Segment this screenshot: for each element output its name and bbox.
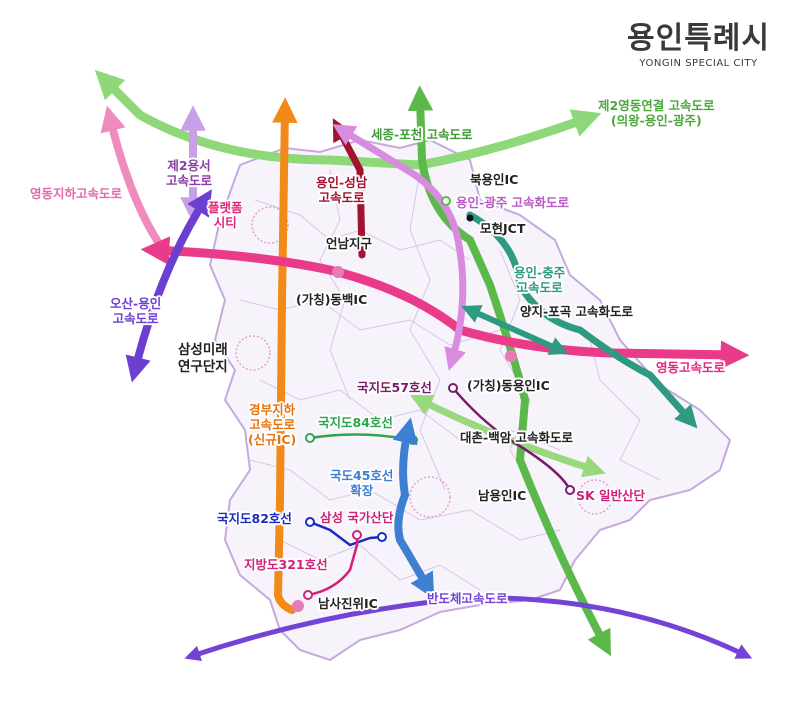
nam-yongin-ic-label: 남용인IC	[478, 488, 527, 503]
daechon-baegam-label: 대촌-백암 고속화도로	[460, 430, 574, 445]
dongyongin-ic-label: (가칭)동용인IC	[467, 378, 550, 393]
local-321-end	[352, 530, 362, 540]
namsajinwi-ic-marker	[292, 600, 304, 612]
buk-yongin-ic-label: 북용인IC	[470, 172, 519, 187]
yongin-gwangju-label: 용인-광주 고속화도로	[456, 195, 570, 210]
samsung-national-label: 삼성 국가산단	[320, 510, 394, 525]
second-yeongdong-link-label: 제2영동연결 고속도로(의왕-용인-광주)	[598, 98, 715, 128]
mohyeon-jct-marker	[466, 214, 474, 222]
yeongdong-underground-expressway	[100, 105, 164, 249]
route-82-end	[377, 532, 387, 542]
eonnam-label: 언남지구	[326, 236, 373, 251]
local-321-label: 지방도321호선	[244, 557, 328, 572]
route-57-start	[448, 383, 458, 393]
local-321-road	[307, 535, 359, 597]
dongbaek-ic-marker	[332, 266, 344, 278]
route-57-end	[565, 485, 575, 495]
sk-complex-label: SK 일반산단	[576, 488, 646, 503]
yangji-pogok-label: 양지-포곡 고속화도로	[520, 304, 634, 319]
daechon-baegam-road	[409, 394, 606, 478]
route-45-road	[392, 417, 435, 600]
route-82-road	[309, 520, 383, 547]
dongyongin-ic-marker	[505, 350, 517, 362]
osan-yongin-expressway	[125, 189, 212, 383]
local-321-start	[303, 590, 313, 600]
route-84-label: 국지도84호선	[318, 415, 393, 430]
semiconductor-expressway	[184, 595, 753, 662]
yeongdong-label: 영동고속도로	[656, 360, 726, 375]
route-82-label: 국지도82호선	[217, 511, 292, 526]
route-57-label: 국지도57호선	[357, 380, 432, 395]
city-logo: 용인특례시 YONGIN SPECIAL CITY	[627, 21, 770, 70]
yeongdong-underground-label: 영동지하고속도로	[30, 186, 123, 201]
sejong-pocheon-label: 세종-포천 고속도로	[371, 127, 473, 142]
gyeongbu-underground-expressway	[271, 97, 298, 614]
logo-subtitle: YONGIN SPECIAL CITY	[639, 58, 758, 69]
buk-yongin-ic-marker	[441, 196, 451, 206]
logo-name: 용인특례시	[627, 21, 770, 56]
route-82-start	[305, 517, 315, 527]
namsajinwi-ic-label: 남사진위IC	[318, 596, 378, 611]
yongin-gwangju-road	[332, 124, 467, 371]
dongbaek-ic-label: (가칭)동백IC	[296, 292, 368, 307]
route-57-road	[452, 387, 572, 491]
route-84-start	[305, 433, 315, 443]
semiconductor-label: 반도체고속도로	[427, 591, 508, 606]
mohyeon-jct-label: 모현JCT	[480, 221, 526, 236]
yangji-pogok-road	[461, 305, 569, 355]
